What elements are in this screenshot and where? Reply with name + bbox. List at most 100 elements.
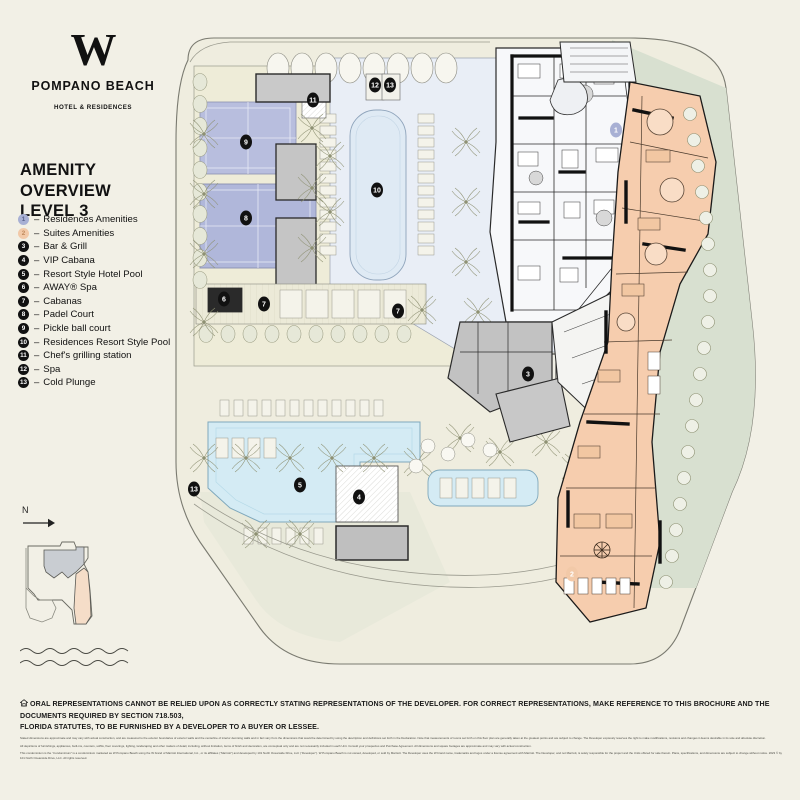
- plan-marker-8: 8: [240, 210, 252, 226]
- page-title-line2: LEVEL 3: [20, 202, 89, 221]
- vip-cabana-structure: [335, 525, 409, 561]
- legend-item-5: 5–Resort Style Hotel Pool: [18, 267, 193, 281]
- legend-label-10: Residences Resort Style Pool: [43, 336, 171, 348]
- legend-marker-9: 9: [18, 323, 29, 335]
- legend-marker-4: 4: [18, 255, 29, 267]
- legend-item-12: 12–Spa: [18, 363, 193, 377]
- plan-marker-number: 6: [222, 297, 226, 304]
- hotel-annex-north: [559, 41, 637, 83]
- disclaimer-line1: ORAL REPRESENTATIONS CANNOT BE RELIED UP…: [20, 700, 770, 720]
- key-plan-site-boundary: [25, 548, 57, 623]
- legend-dash: –: [34, 214, 40, 226]
- hotel-building-core: [489, 47, 647, 323]
- key-plan-suites-zone: [73, 567, 92, 625]
- legend-label-11: Chef's grilling station: [43, 350, 132, 362]
- plan-marker-2: 2: [566, 566, 578, 582]
- legend-marker-11: 11: [18, 350, 29, 362]
- lap-pool-inner: [355, 115, 401, 275]
- suites-wing: [555, 81, 717, 623]
- legend-marker-3: 3: [18, 241, 29, 253]
- north-arrow: N: [22, 505, 56, 529]
- pool-lounger-row-east: [417, 113, 435, 256]
- legend-dash: –: [34, 309, 40, 321]
- plan-marker-badge: [307, 92, 319, 108]
- plan-marker-5: 5: [294, 477, 306, 493]
- legend-label-9: Pickle ball court: [43, 323, 111, 335]
- plan-marker-9: 9: [240, 134, 252, 150]
- plan-marker-number: 2: [570, 572, 574, 579]
- legend-label-12: Spa: [43, 363, 61, 375]
- plan-marker-number: 7: [396, 309, 400, 316]
- south-walk-path: [189, 491, 571, 576]
- legend-dash: –: [34, 255, 40, 267]
- legend-dash: –: [34, 268, 40, 280]
- key-plan-hotel-zone: [43, 546, 85, 579]
- legend-label-5: Resort Style Hotel Pool: [43, 268, 143, 280]
- plan-marker-badge: [188, 481, 200, 497]
- legend-label-2: Suites Amenities: [43, 227, 115, 239]
- plan-marker-badge: [240, 210, 252, 226]
- structure-mid-a: [275, 143, 317, 201]
- legend-item-13: 13–Cold Plunge: [18, 376, 193, 390]
- structure-north: [255, 73, 331, 103]
- legend-item-6: 6–AWAY® Spa: [18, 281, 193, 295]
- plan-marker-number: 12: [371, 83, 379, 90]
- plan-marker-number: 13: [190, 487, 198, 494]
- plan-marker-badge: [353, 489, 365, 505]
- vip-cabana: [335, 465, 399, 523]
- plan-marker-12: 12: [369, 77, 381, 93]
- legend-marker-1: 1: [18, 214, 29, 226]
- south-walk-path-2: [193, 503, 575, 588]
- legend-dash: –: [34, 241, 40, 253]
- legend-marker-5: 5: [18, 268, 29, 280]
- equal-housing-icon: [19, 699, 29, 711]
- key-plan-diagram: [25, 541, 93, 625]
- legend-dash: –: [34, 377, 40, 389]
- brand-logo: W POMPANO BEACH HOTEL & RESIDENCES: [18, 27, 168, 111]
- plan-marker-number: 11: [309, 98, 317, 105]
- plan-marker-3: 3: [522, 366, 534, 382]
- plan-marker-7: 7: [258, 296, 270, 312]
- fine-print: Stated dimensions are approximate and ma…: [20, 736, 782, 764]
- plan-marker-number: 13: [386, 83, 394, 90]
- hotel-pool-loungers-south: [243, 527, 324, 545]
- plan-marker-13: 13: [384, 77, 396, 93]
- plan-marker-6: 6: [218, 291, 230, 307]
- legend-dash: –: [34, 323, 40, 335]
- legend-label-4: VIP Cabana: [43, 255, 95, 267]
- legend-item-3: 3–Bar & Grill: [18, 240, 193, 254]
- legend-label-6: AWAY® Spa: [43, 282, 97, 294]
- secondary-pool-steps: [439, 477, 517, 499]
- plan-marker-badge: [258, 296, 270, 312]
- plan-marker-11: 11: [307, 92, 319, 108]
- legend-item-4: 4–VIP Cabana: [18, 254, 193, 268]
- legend-item-1: 1–Residences Amenities: [18, 213, 193, 227]
- plan-marker-number: 3: [526, 372, 530, 379]
- legend-dash: –: [34, 295, 40, 307]
- legend-item-11: 11–Chef's grilling station: [18, 349, 193, 363]
- cabana-arc-row: [266, 52, 458, 84]
- brand-subtitle: HOTEL & RESIDENCES: [54, 103, 132, 111]
- plan-marker-badge: [522, 366, 534, 382]
- legend-marker-7: 7: [18, 295, 29, 307]
- legend-item-7: 7–Cabanas: [18, 295, 193, 309]
- service-blocks: [447, 321, 571, 443]
- plan-marker-number: 5: [298, 483, 302, 490]
- umbrella-cluster: [408, 432, 498, 474]
- structure-mid-b: [275, 217, 317, 295]
- legend-dash: –: [34, 282, 40, 294]
- brand-city: POMPANO BEACH: [31, 78, 155, 93]
- legend-dash: –: [34, 336, 40, 348]
- legend-label-7: Cabanas: [43, 295, 82, 307]
- plan-marker-badge: [384, 77, 396, 93]
- plan-marker-7: 7: [392, 303, 404, 319]
- legend-label-13: Cold Plunge: [43, 377, 96, 389]
- plan-marker-number: 10: [373, 188, 381, 195]
- plan-marker-number: 7: [262, 302, 266, 309]
- disclaimer-line2: FLORIDA STATUTES, TO BE FURNISHED BY A D…: [20, 722, 320, 731]
- plan-marker-13: 13: [188, 481, 200, 497]
- legend-marker-10: 10: [18, 336, 29, 348]
